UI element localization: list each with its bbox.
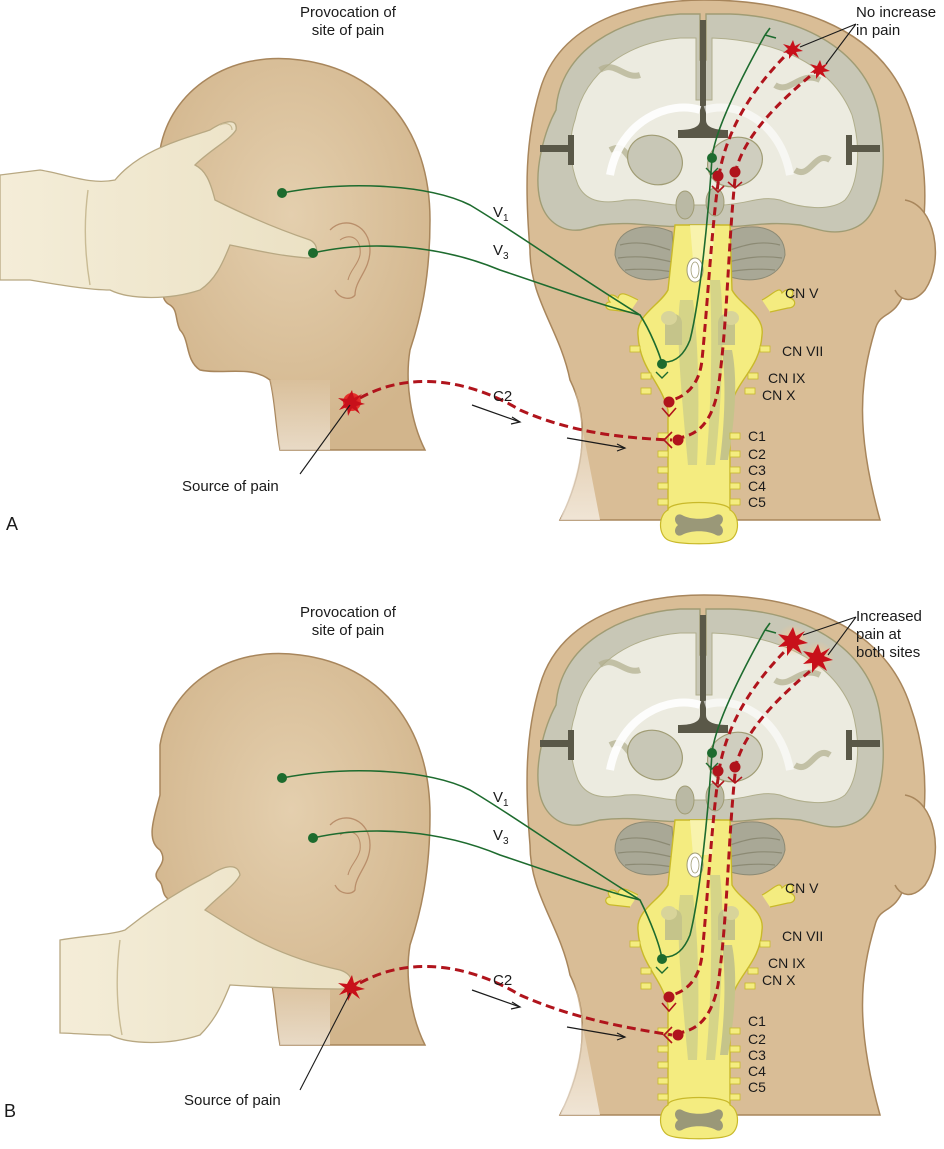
cn-label: CN X	[762, 387, 796, 403]
source-of-pain-burst	[338, 390, 365, 416]
callout-line2: pain at	[856, 626, 902, 643]
cervical-label: C3	[748, 1047, 766, 1063]
cervical-label: C4	[748, 1063, 766, 1079]
v1-label: V1	[493, 789, 509, 809]
gloved-hand	[59, 866, 352, 1044]
callout-line1: No increase	[856, 4, 936, 21]
cervical-label: C2	[748, 446, 766, 462]
c2-nerve-label: C2	[493, 388, 512, 405]
callout-line2: in pain	[856, 22, 900, 39]
cervical-label: C5	[748, 494, 766, 510]
provocation-title-line2: site of pain	[312, 622, 385, 639]
panel-a: Provocation of site of pain No increase …	[0, 0, 936, 544]
ear-icon	[329, 817, 371, 894]
source-of-pain-label: Source of pain	[182, 478, 279, 495]
callout-line3: both sites	[856, 644, 920, 661]
cervical-label: C1	[748, 428, 766, 444]
cervical-label: C5	[748, 1079, 766, 1095]
coronal-brain-illustration	[527, 0, 935, 544]
referred-pain-site-2	[803, 644, 833, 673]
cn-label: CN V	[785, 285, 819, 301]
ear-icon	[329, 222, 371, 299]
provocation-title-line1: Provocation of	[300, 4, 397, 21]
source-of-pain-burst	[338, 975, 365, 1001]
v1-label: V1	[493, 204, 509, 224]
cn-label: CN VII	[782, 928, 823, 944]
referred-pain-site-2	[810, 60, 830, 79]
cervical-label: C4	[748, 478, 766, 494]
panel-letter: B	[4, 1101, 16, 1121]
v3-label: V3	[493, 827, 509, 847]
panel-letter: A	[6, 514, 18, 534]
cn-label: CN IX	[768, 955, 806, 971]
v3-label: V3	[493, 242, 509, 262]
cn-label: CN IX	[768, 370, 806, 386]
referred-pain-site-1	[778, 627, 808, 656]
cervical-label: C3	[748, 462, 766, 478]
cn-label: CN V	[785, 880, 819, 896]
provocation-title-line1: Provocation of	[300, 604, 397, 621]
panel-b: Provocation of site of pain Increased pa…	[4, 595, 935, 1139]
c2-nerve-label: C2	[493, 972, 512, 989]
cn-label: CN VII	[782, 343, 823, 359]
cervical-label: C1	[748, 1013, 766, 1029]
gloved-hand	[0, 121, 318, 299]
cn-label: CN X	[762, 972, 796, 988]
referred-pain-site-1	[783, 40, 803, 59]
cervical-label: C2	[748, 1031, 766, 1047]
source-of-pain-label: Source of pain	[184, 1092, 281, 1109]
provocation-title-line2: site of pain	[312, 22, 385, 39]
callout-line1: Increased	[856, 608, 922, 625]
